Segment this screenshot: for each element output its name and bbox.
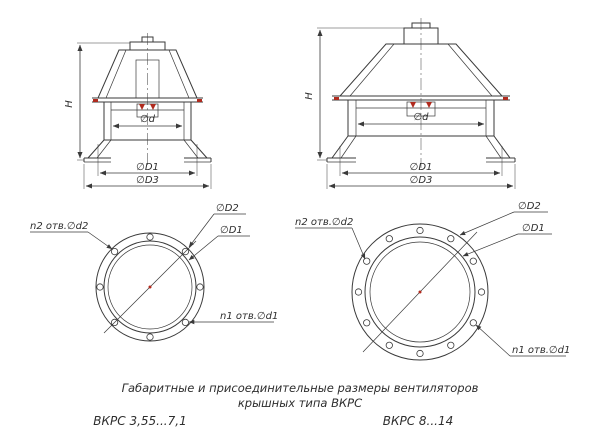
label-d1-flange-left: ∅D1 bbox=[220, 225, 243, 236]
accent-marks-left bbox=[93, 99, 202, 110]
dim-label-d-left: ∅d bbox=[140, 114, 156, 125]
dim-label-h-right: H bbox=[304, 92, 315, 100]
bolt-holes-left bbox=[96, 233, 204, 341]
flange-view-right bbox=[351, 223, 489, 361]
dim-label-d1-right: ∅D1 bbox=[410, 162, 433, 173]
label-n1-holes-left: n1 отв.∅d1 bbox=[220, 311, 278, 322]
fan-side-view-right bbox=[326, 18, 516, 168]
model-label-left: ВКРС 3,55...7,1 bbox=[93, 414, 186, 428]
leaders-flange-right bbox=[295, 211, 566, 357]
drawing-caption-line1: Габаритные и присоединительные размеры в… bbox=[122, 381, 479, 395]
fan-side-view-left bbox=[83, 33, 212, 168]
dim-label-d1-left: ∅D1 bbox=[136, 162, 159, 173]
label-d1-flange-right: ∅D1 bbox=[522, 223, 545, 234]
label-n2-holes-right: n2 отв.∅d2 bbox=[295, 217, 353, 228]
label-n2-holes-left: n2 отв.∅d2 bbox=[30, 221, 88, 232]
flange-view-left bbox=[95, 232, 205, 342]
model-label-right: ВКРС 8...14 bbox=[383, 414, 454, 428]
dim-label-d3-right: ∅D3 bbox=[410, 175, 433, 186]
label-d2-left: ∅D2 bbox=[216, 203, 239, 214]
leaders-flange-left bbox=[30, 213, 274, 325]
dims-side-left bbox=[77, 42, 212, 189]
label-n1-holes-right: n1 отв.∅d1 bbox=[512, 345, 570, 356]
drawing-caption-line2: крышных типа ВКРС bbox=[238, 396, 362, 410]
dims-side-right bbox=[317, 27, 516, 189]
label-d2-right: ∅D2 bbox=[518, 201, 541, 212]
accent-marks-right bbox=[334, 97, 508, 108]
dim-label-d-right: ∅d bbox=[413, 112, 429, 123]
dim-label-h-left: H bbox=[64, 100, 75, 108]
bolt-holes-right bbox=[354, 226, 486, 358]
dim-label-d3-left: ∅D3 bbox=[136, 175, 159, 186]
